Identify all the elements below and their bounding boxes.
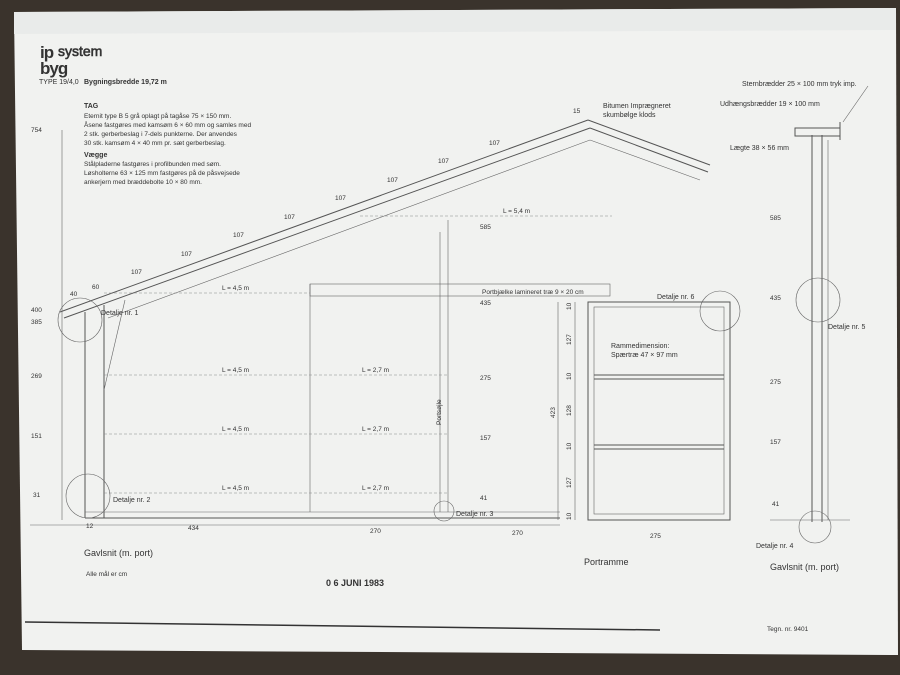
bottom-dim: 434	[188, 525, 199, 532]
frame-dim: 127	[566, 334, 573, 345]
mid-height: 157	[480, 435, 491, 442]
side-height: 41	[772, 501, 780, 508]
building-width: Bygningsbredde 19,72 m	[84, 79, 167, 86]
roof-dim: 107	[387, 177, 398, 184]
walls-note: Løsholterne 63 × 125 mm fastgøres på de …	[84, 169, 240, 177]
length-label: L = 2,7 m	[362, 485, 389, 492]
roof-dim: 107	[181, 251, 192, 258]
height-151: 151	[31, 433, 42, 440]
frame-dimension: Rammedimension:	[611, 343, 669, 350]
side-height: 435	[770, 295, 781, 302]
roof-dim: 107	[489, 140, 500, 147]
mid-height: 585	[480, 224, 491, 231]
frame-dim: 128	[566, 405, 573, 416]
bitumen-callout: skumbølge klods	[603, 112, 656, 119]
laegte-callout: Lægte 38 × 56 mm	[730, 145, 789, 152]
frame-dim: 10	[566, 442, 573, 450]
roof-dim: 107	[284, 214, 295, 221]
length-label: L = 2,7 m	[362, 367, 389, 374]
detail-4: Detalje nr. 4	[756, 543, 793, 550]
roof-dim: 107	[438, 158, 449, 165]
svg-text:byg: byg	[40, 59, 68, 78]
roof-dim: 15	[573, 108, 581, 115]
roof-dim: 60	[92, 284, 100, 291]
frame-dim: 10	[566, 302, 573, 310]
length-label: L = 4,5 m	[222, 367, 249, 374]
side-height: 585	[770, 215, 781, 222]
side-section-drawing	[770, 85, 869, 544]
bottom-rule	[24, 621, 661, 631]
type-label: TYPE 19/4,0	[39, 79, 79, 86]
bottom-dim: 270	[370, 528, 381, 535]
drawing-number: Tegn. nr. 9401	[767, 626, 809, 633]
side-height: 275	[770, 379, 781, 386]
roof-title: TAG	[84, 103, 99, 110]
length-label: L = 2,7 m	[362, 426, 389, 433]
walls-note: Stålpladerne fastgøres i profilbunden me…	[84, 160, 221, 168]
port-frame-drawing	[557, 290, 741, 521]
detail-5: Detalje nr. 5	[828, 324, 865, 331]
svg-text:ip: ip	[40, 43, 54, 62]
frame-vertical-dims: 10 127 10 128 10 127 10 423	[550, 302, 573, 520]
mid-height: 435	[480, 300, 491, 307]
units-note: Alle mål er cm	[86, 570, 127, 578]
gavlsnit-left-caption: Gavlsnit (m. port)	[84, 548, 153, 558]
roof-spacing-dims: 40 60 107 107 107 107 107 107 107 107 15	[70, 108, 581, 298]
detail-2: Detalje nr. 2	[113, 497, 150, 504]
height-31: 31	[33, 492, 41, 499]
roof-dim: 40	[70, 291, 78, 298]
length-label: L = 4,5 m	[222, 285, 249, 292]
roof-note: Åsene fastgøres med kamsøm 6 × 60 mm og …	[84, 120, 251, 129]
bottom-dim: 270	[512, 530, 523, 537]
walls-title: Vægge	[84, 152, 107, 159]
gable-section-drawing	[30, 119, 711, 526]
height-269: 269	[31, 373, 42, 380]
svg-text:system: system	[58, 43, 102, 59]
detail-3: Detalje nr. 3	[456, 511, 493, 518]
udhaeng-callout: Udhængsbrædder 19 × 100 mm	[720, 101, 820, 108]
gavlsnit-right-caption: Gavlsnit (m. port)	[770, 562, 839, 572]
frame-dimension: Spærtræ 47 × 97 mm	[611, 352, 678, 359]
date-stamp: 0 6 JUNI 1983	[326, 578, 384, 588]
ipsystem-logo: ip system byg	[40, 43, 103, 78]
bottom-dim: 12	[86, 523, 94, 530]
mid-height: 41	[480, 495, 488, 502]
side-height: 157	[770, 439, 781, 446]
roof-dim: 107	[131, 269, 142, 276]
portsojle-label: Portsøjle	[436, 399, 443, 425]
length-label: L = 4,5 m	[222, 485, 249, 492]
frame-total: 423	[550, 407, 557, 418]
roof-dim: 107	[335, 195, 346, 202]
stern-callout: Sternbrædder 25 × 100 mm tryk imp.	[742, 81, 857, 88]
bitumen-callout: Bitumen Imprægneret	[603, 103, 671, 110]
detail-1: Detalje nr. 1	[101, 310, 138, 317]
length-label: L = 5,4 m	[503, 208, 530, 215]
frame-dim: 10	[566, 512, 573, 520]
frame-dim: 10	[566, 372, 573, 380]
height-754: 754	[31, 127, 42, 134]
portramme-caption: Portramme	[584, 557, 629, 567]
portbjaelke-callout: Portbjælke lamineret træ 9 × 20 cm	[482, 289, 584, 296]
roof-note: Eternit type B 5 grå oplagt på tagåse 75…	[84, 112, 231, 120]
bottom-dim: 275	[650, 533, 661, 540]
roof-note: 2 stk. gerberbeslag i 7-dels punkterne. …	[84, 131, 238, 138]
roof-dim: 107	[233, 232, 244, 239]
length-label: L = 4,5 m	[222, 426, 249, 433]
detail-6: Detalje nr. 6	[657, 294, 694, 301]
frame-dim: 127	[566, 477, 573, 488]
roof-note: 30 stk. kamsøm 4 × 40 mm pr. sæt gerberb…	[84, 140, 226, 147]
height-400: 400	[31, 307, 42, 314]
mid-height: 275	[480, 375, 491, 382]
walls-note: ankerjern med bræddebolte 10 × 80 mm.	[84, 179, 202, 186]
height-385: 385	[31, 319, 42, 326]
